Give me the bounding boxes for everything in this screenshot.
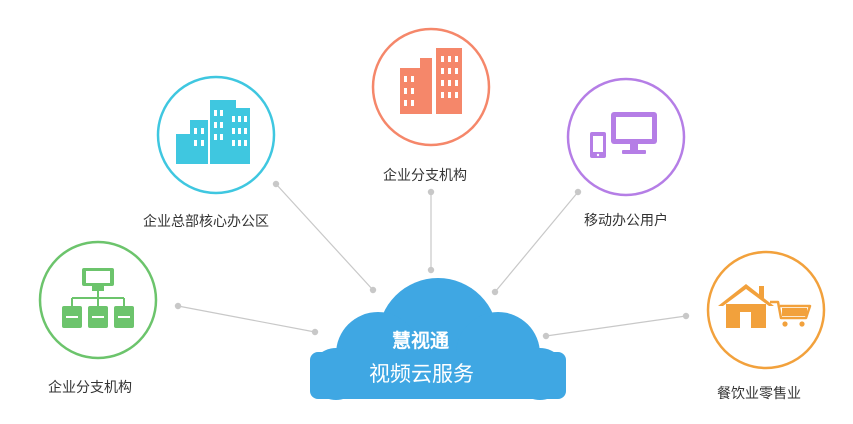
office-buildings-icon — [176, 100, 250, 164]
node-branch-top — [371, 27, 491, 147]
node-branch-left — [38, 240, 158, 360]
connector-branch-left — [174, 302, 319, 336]
connector-retail — [542, 312, 690, 340]
server-network-icon — [62, 268, 134, 328]
node-mobile — [566, 77, 686, 197]
node-label-branch-left: 企业分支机构 — [48, 380, 132, 396]
node-headquarters — [156, 75, 276, 195]
connector-headquarters — [272, 180, 377, 294]
connector-mobile — [491, 188, 582, 296]
node-label-branch-top: 企业分支机构 — [383, 168, 467, 184]
node-label-retail: 餐饮业零售业 — [717, 386, 801, 402]
house-cart-icon — [718, 284, 812, 328]
phone-monitor-icon — [590, 112, 657, 158]
buildings-icon — [400, 48, 462, 114]
node-retail — [706, 250, 826, 370]
node-label-mobile: 移动办公用户 — [584, 213, 668, 229]
cloud-title: 慧视通 — [392, 330, 450, 352]
node-label-headquarters: 企业总部核心办公区 — [143, 214, 269, 230]
cloud-icon — [310, 278, 566, 400]
cloud-subtitle: 视频云服务 — [369, 362, 474, 386]
connector-branch-top — [427, 188, 435, 274]
connectors — [174, 180, 690, 340]
